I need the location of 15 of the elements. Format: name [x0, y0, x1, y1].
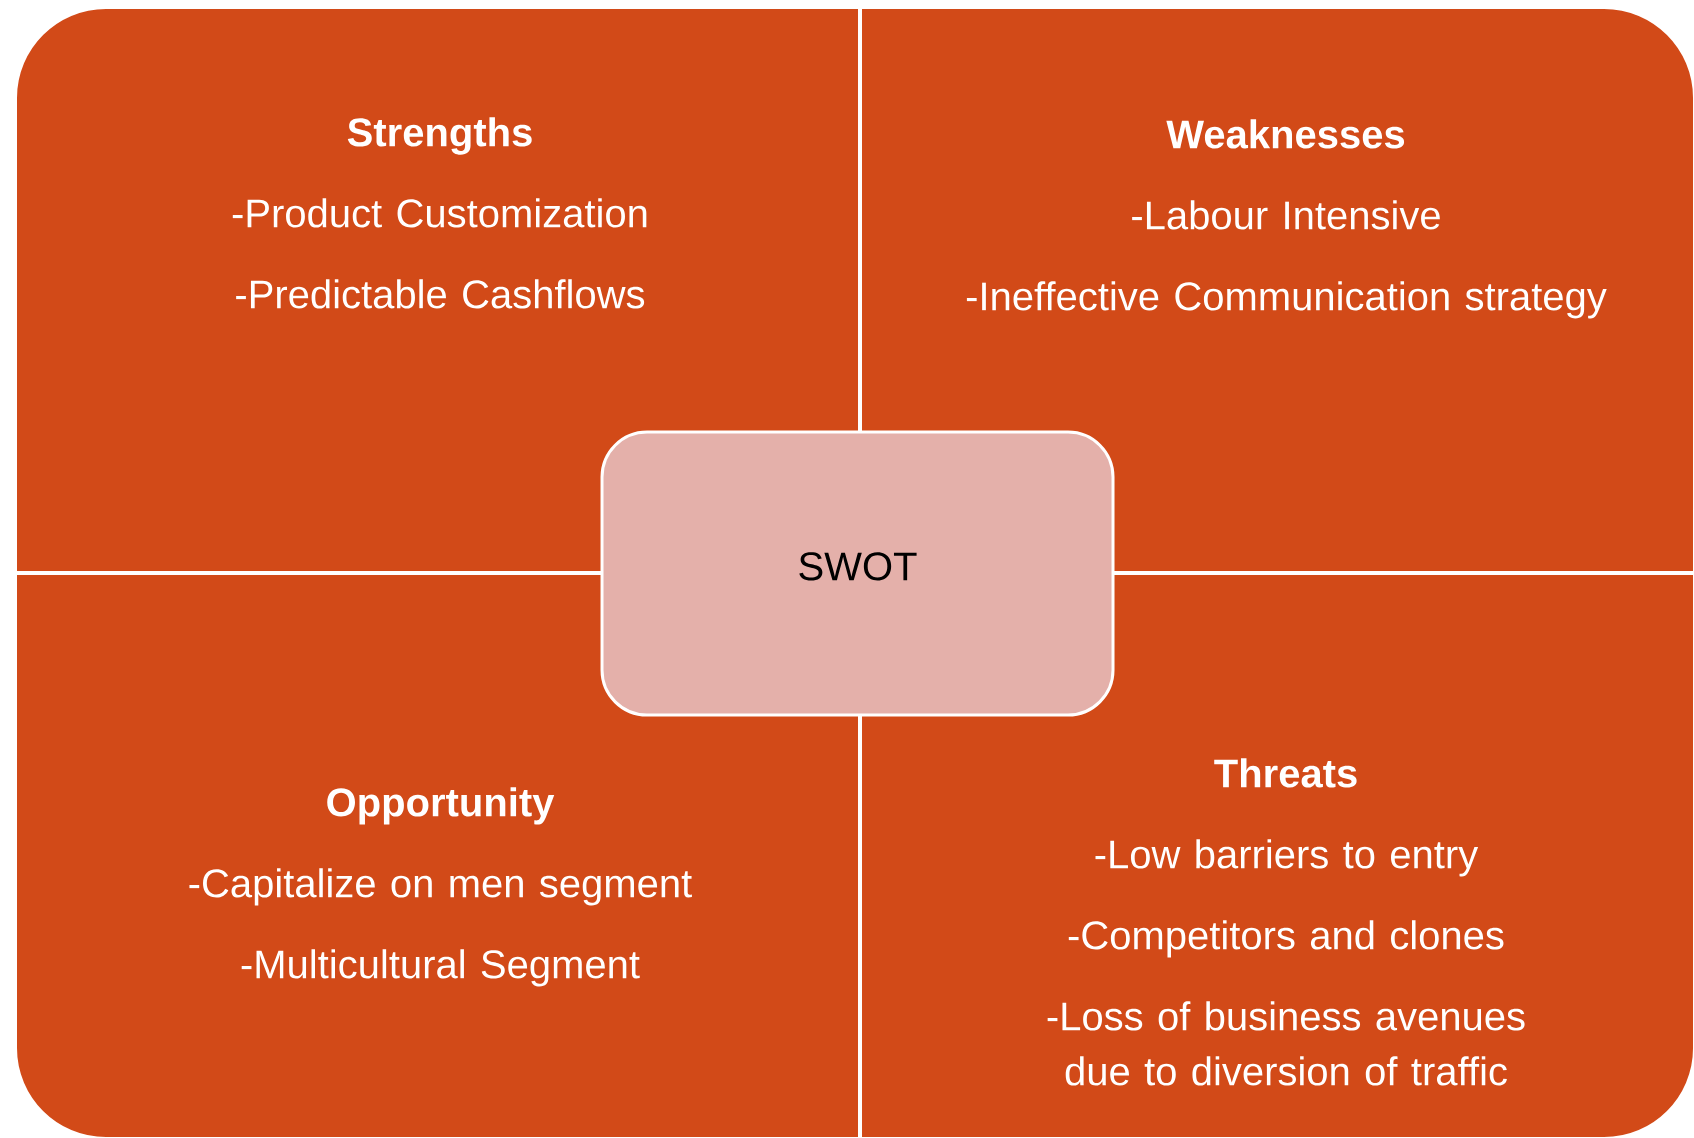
list-item: -Loss of business avenues due to diversion of traffic: [1047, 1001, 1525, 1086]
heading: Opportunity: [327, 787, 555, 825]
center-box: [600, 430, 1115, 717]
list-item: -Product Customization: [232, 198, 647, 228]
list-item: -Low barriers to entry: [1095, 839, 1479, 877]
list-item: -Multicultural Segment: [241, 949, 640, 987]
heading: Threats: [1214, 758, 1357, 788]
heading: Strengths: [347, 117, 532, 155]
list-item: -Ineffective Communication strategy: [966, 281, 1607, 319]
heading: Weaknesses: [1166, 119, 1405, 149]
list-item: -Competitors and clones: [1068, 920, 1504, 958]
list-item: -Labour Intensive: [1132, 200, 1440, 230]
list-item: -Predictable Cashflows: [236, 279, 645, 309]
label: SWOT: [799, 552, 917, 581]
list-item: -Capitalize on men segment: [189, 868, 692, 906]
